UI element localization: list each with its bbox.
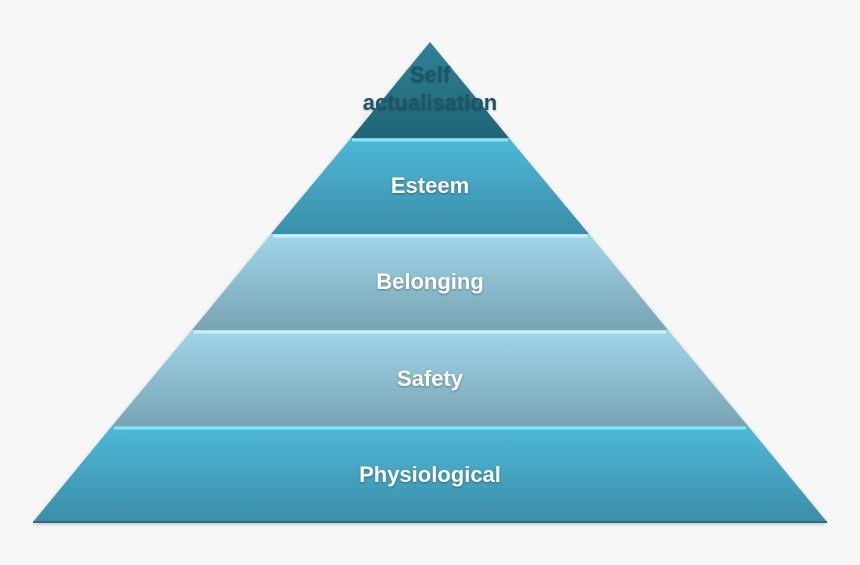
level-label-esteem: Esteem bbox=[390, 173, 470, 198]
level-label-safety: Safety bbox=[396, 366, 464, 391]
level-label-belonging: Belonging bbox=[376, 269, 484, 294]
level-label-physiological: Physiological bbox=[359, 462, 501, 487]
level-label-actualisation: actualisation bbox=[362, 90, 498, 115]
level-esteem bbox=[271, 138, 589, 234]
level-safety bbox=[112, 330, 748, 426]
level-label-self: Self bbox=[409, 62, 451, 87]
level-self-actualisation bbox=[351, 42, 509, 138]
level-belonging bbox=[192, 234, 668, 330]
level-physiological bbox=[33, 426, 827, 522]
